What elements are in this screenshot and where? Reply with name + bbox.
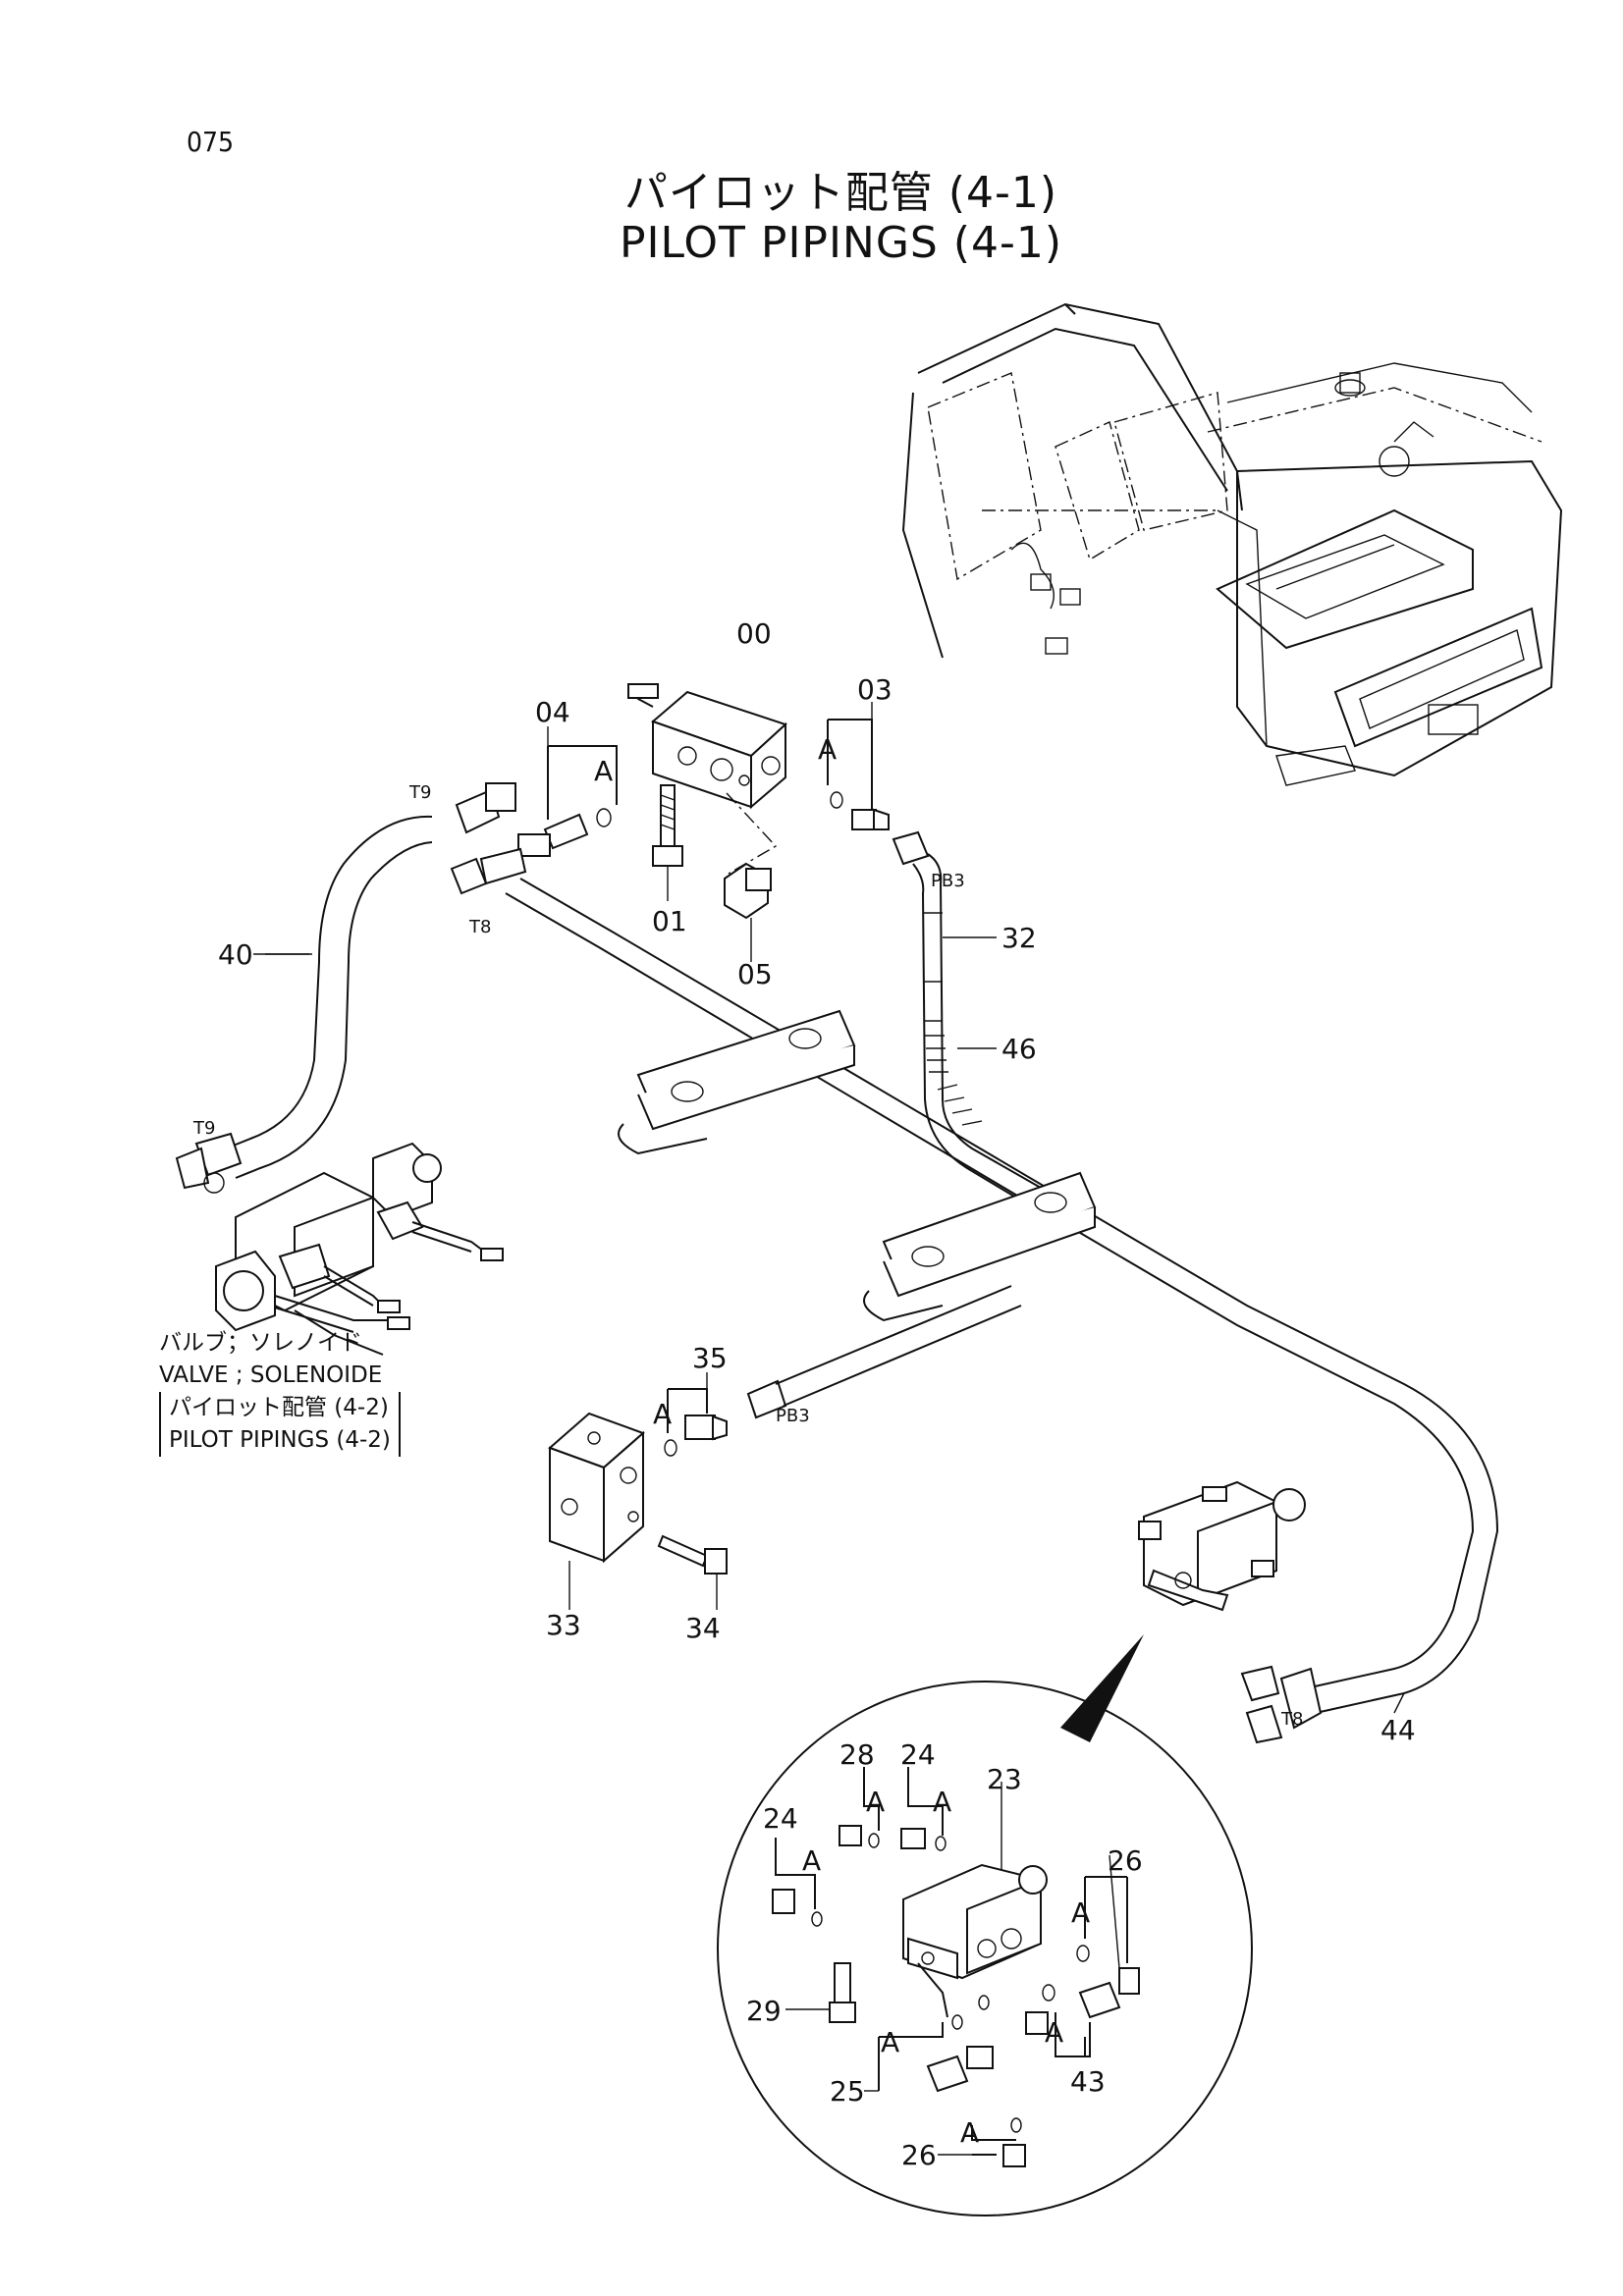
note-bracket: パイロット配管 (4-2) PILOT PIPINGS (4-2) [159,1392,401,1457]
letter-a-24-top: A [933,1786,951,1818]
port-pb3-top: PB3 [931,871,965,891]
callout-24-top: 24 [900,1738,936,1771]
note-line-3: パイロット配管 (4-2) [169,1395,389,1420]
letter-a-04: A [594,755,613,787]
callout-25: 25 [830,2075,865,2108]
callout-40: 40 [218,938,253,971]
solenoid-valve-assembly [215,1142,504,1356]
excavator-illustration [901,302,1563,786]
callout-00: 00 [736,617,772,650]
solenoid-valve-note: バルブ；ソレノイド VALVE ; SOLENOIDE パイロット配管 (4-2… [159,1327,401,1457]
port-labels: T9 T9 T8 T8 PB3 PB3 [192,782,1303,1730]
port-t9-bottom: T9 [192,1118,215,1139]
fitting-35 [664,1285,1022,1457]
callout-26-right: 26 [1108,1844,1143,1877]
letter-a-43: A [1045,2016,1063,2049]
hose-44 [450,847,1499,1744]
callout-28: 28 [839,1738,875,1771]
callout-34: 34 [685,1612,721,1644]
letter-a-26-right: A [1071,1896,1090,1929]
callout-43: 43 [1070,2065,1106,2098]
detail-circle [717,1681,1253,2216]
callout-26-bottom: 26 [901,2139,937,2171]
callout-32: 32 [1001,922,1037,954]
letter-a-26-bottom: A [960,2116,979,2149]
letter-a-03: A [818,733,837,766]
note-line-1: バルブ；ソレノイド [159,1330,362,1356]
callout-labels: 00 04 03 01 05 40 32 46 35 33 34 44 28 2… [218,617,1416,2171]
clamp-brackets [618,1009,1097,1322]
callout-05: 05 [737,958,773,990]
hose-40 [175,782,516,1194]
bolt-01 [652,784,683,901]
letter-a-25: A [881,2026,899,2058]
note-line-2: VALVE ; SOLENOIDE [159,1362,383,1388]
callout-24-left: 24 [763,1802,798,1835]
bolt-34 [657,1534,728,1610]
fitting-03 [827,702,890,830]
title-english: PILOT PIPINGS (4-1) [619,218,1063,268]
callout-35: 35 [692,1342,728,1374]
callout-33: 33 [546,1609,581,1641]
title-japanese: パイロット配管 (4-1) [623,168,1058,218]
fitting-04 [517,726,618,857]
letter-a-28: A [866,1786,885,1818]
callout-46: 46 [1001,1033,1037,1065]
callout-44: 44 [1380,1714,1416,1746]
letter-a-35: A [653,1398,672,1430]
callout-03: 03 [857,673,893,706]
port-a-labels: A A A A A A A A A A [594,733,1090,2149]
detail-pointer [1060,1634,1144,1742]
callout-23: 23 [987,1763,1022,1795]
remote-valve [1138,1480,1306,1612]
letter-a-24-left: A [802,1844,821,1877]
hose-32-46 [892,830,1066,1223]
port-pb3-bottom: PB3 [776,1406,810,1426]
port-t9-top: T9 [408,782,431,803]
callout-01: 01 [652,905,687,937]
callout-29: 29 [746,1995,782,2027]
callout-04: 04 [535,696,570,728]
block-33 [548,1412,645,1610]
port-t8-bottom: T8 [1280,1709,1303,1730]
valve-block-00 [627,683,787,810]
port-t8-top: T8 [468,917,491,937]
page-number: 075 [187,126,235,158]
note-line-4: PILOT PIPINGS (4-2) [169,1427,391,1453]
fitting-05 [724,792,778,962]
